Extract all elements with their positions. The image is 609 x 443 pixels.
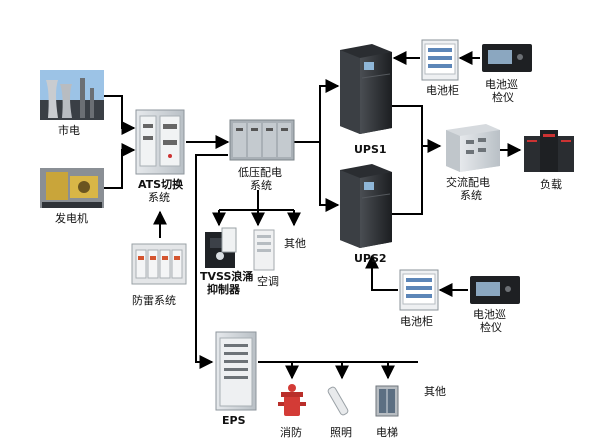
eps-cabinet-icon (215, 331, 257, 411)
ups-cabinet-icon (340, 164, 392, 248)
monitor-top-label-line2: 检仪 (492, 90, 514, 104)
fire-hydrant-icon (278, 384, 306, 416)
elevator-icon (375, 385, 399, 417)
lv-label-line2: 系统 (250, 179, 272, 192)
tvss-label-line1: TVSS浪涌 (200, 269, 253, 283)
ats-label-line2: 系统 (148, 191, 170, 204)
monitor-bottom-label-line1: 电池巡 (473, 308, 506, 321)
connector-ups-to-acdist (392, 105, 440, 215)
city-power-label: 市电 (58, 123, 80, 137)
lighting-label: 照明 (330, 426, 352, 439)
power-plant-icon (40, 70, 104, 120)
load-label: 负载 (540, 177, 562, 191)
ats-label-line1: ATS切换 (138, 177, 184, 191)
surge-arrester-icon (131, 243, 187, 285)
ac-dist-label-line2: 系统 (460, 189, 482, 202)
connector-battery-to-ups2 (365, 254, 398, 291)
connector-lv-to-eps (195, 154, 228, 369)
lv-switchgear-icon (229, 119, 295, 161)
battery-cabinet-icon (421, 39, 459, 81)
eps-label: EPS (222, 414, 246, 427)
lv-label-line1: 低压配电 (238, 166, 282, 179)
tvss-device-icon (205, 227, 237, 268)
ups1-label: UPS1 (354, 143, 387, 156)
generator-icon (40, 168, 104, 208)
light-tube-icon (327, 386, 349, 416)
monitor-bottom-label-line2: 检仪 (480, 320, 502, 334)
ac-label: 空调 (257, 274, 279, 288)
generator-label: 发电机 (55, 211, 88, 225)
ups2-label: UPS2 (354, 252, 387, 265)
air-conditioner-icon (253, 229, 275, 271)
connector-lv-to-ups (294, 85, 338, 206)
connector-city-to-ats (104, 95, 136, 135)
server-rack-icon (524, 130, 574, 172)
battery-top-label: 电池柜 (426, 84, 459, 97)
lightning-label: 防雷系统 (132, 293, 176, 307)
battery-cabinet-icon (399, 269, 439, 311)
ups-cabinet-icon (340, 44, 392, 134)
connector-generator-to-ats (104, 143, 136, 189)
fire-label: 消防 (280, 425, 302, 439)
elevator-label: 电梯 (376, 426, 398, 439)
ats-cabinet-icon (135, 109, 185, 175)
ac-dist-label-line1: 交流配电 (446, 175, 490, 189)
battery-bottom-label: 电池柜 (400, 315, 433, 328)
tvss-label-line2: 抑制器 (207, 282, 241, 296)
connector-lv-to-loads (219, 190, 294, 211)
battery-monitor-icon (482, 44, 532, 72)
connectors (104, 51, 522, 380)
ac-distribution-icon (446, 124, 500, 172)
other-bottom-label: 其他 (424, 385, 446, 398)
battery-monitor-icon (470, 276, 520, 304)
other-top-label: 其他 (284, 237, 306, 250)
monitor-top-label-line1: 电池巡 (485, 78, 518, 91)
